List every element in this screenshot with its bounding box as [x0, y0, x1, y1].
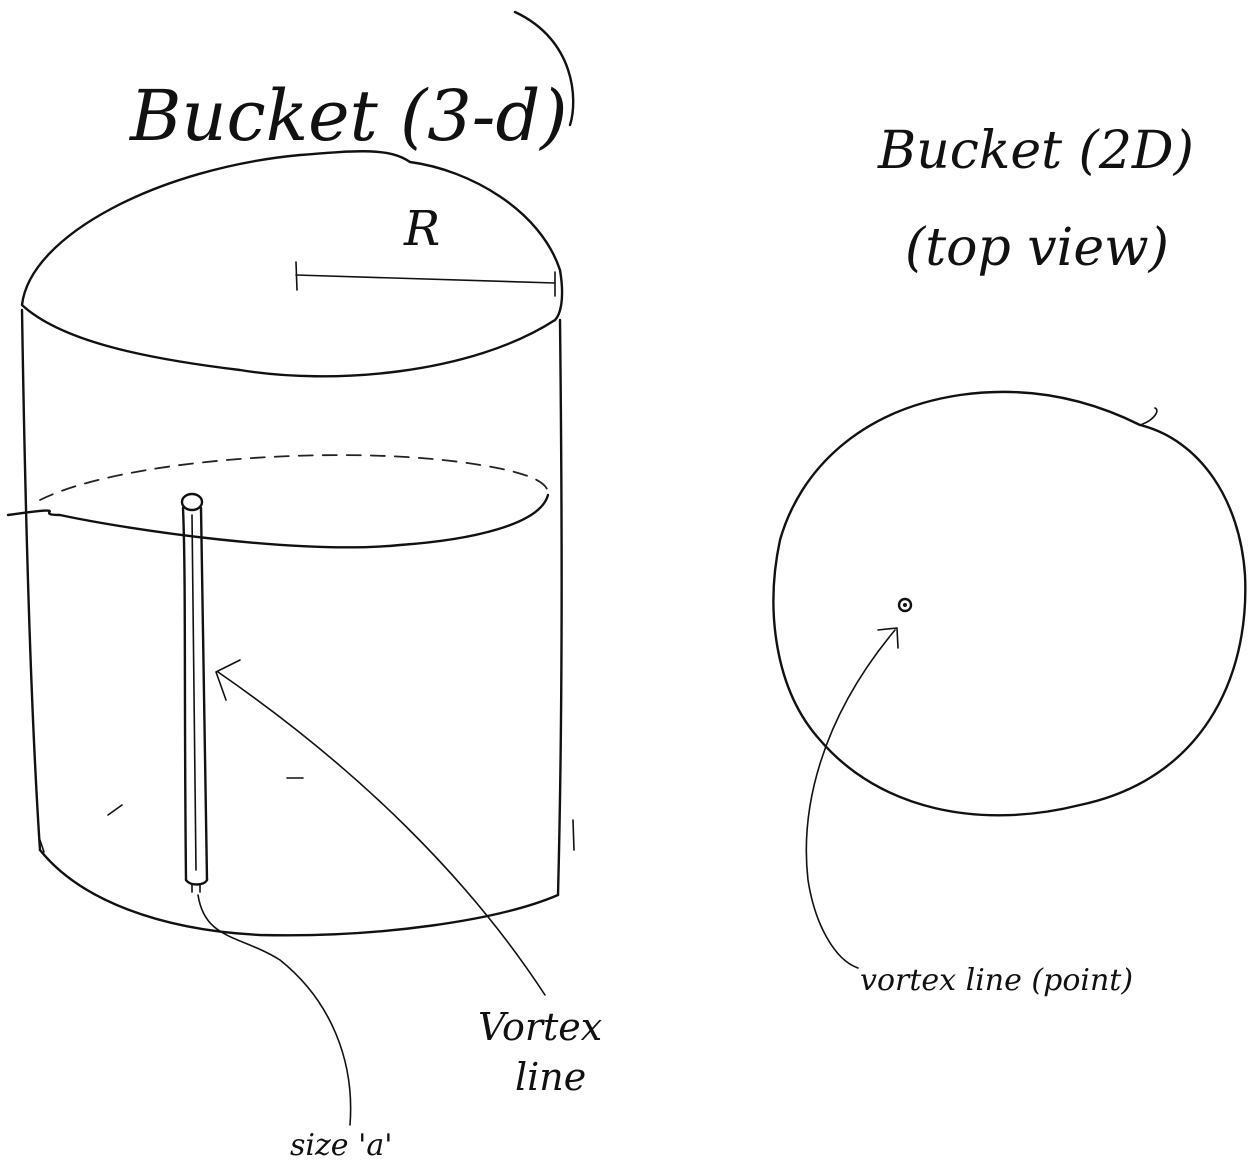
stray-mark-4 — [572, 819, 575, 851]
point-label: vortex line (point) — [860, 963, 1133, 998]
radius-line — [295, 274, 556, 284]
bucket-3d-drawing: Bucket (3-d) R — [6, 10, 602, 1163]
title-3d-paren-stroke — [513, 10, 575, 127]
vortex-arrow — [217, 671, 546, 996]
size-label: size 'a' — [290, 1128, 392, 1163]
bucket-2d-drawing: Bucket (2D) (top view) vortex line (poin… — [772, 121, 1247, 998]
title-3d: Bucket (3-d) — [128, 75, 568, 157]
point-arrow-head — [877, 627, 899, 649]
bucket-left-wall — [20, 308, 42, 852]
bucket-top-view-circle — [772, 390, 1247, 817]
subtitle-2d: (top view) — [905, 218, 1169, 278]
vortex-label-line1: Vortex — [478, 1005, 602, 1049]
stray-mark-1 — [107, 804, 123, 816]
vortex-label-line2: line — [515, 1055, 586, 1099]
bucket-top-rim — [20, 150, 564, 378]
vortex-point — [897, 597, 913, 613]
point-leader — [805, 629, 896, 969]
title-2d: Bucket (2D) — [877, 121, 1194, 181]
size-leader — [197, 894, 352, 1126]
vortex-tube — [180, 492, 209, 893]
radius-label: R — [403, 201, 440, 257]
vortex-arrow-head — [215, 659, 241, 701]
stray-mark-3 — [39, 839, 45, 853]
water-surface-front — [6, 493, 550, 549]
circle-overlap-stroke — [1139, 407, 1158, 426]
bucket-right-wall — [556, 318, 563, 897]
radius-tick-left — [295, 261, 298, 291]
bucket-bottom — [38, 848, 560, 937]
water-surface-back — [39, 454, 549, 501]
